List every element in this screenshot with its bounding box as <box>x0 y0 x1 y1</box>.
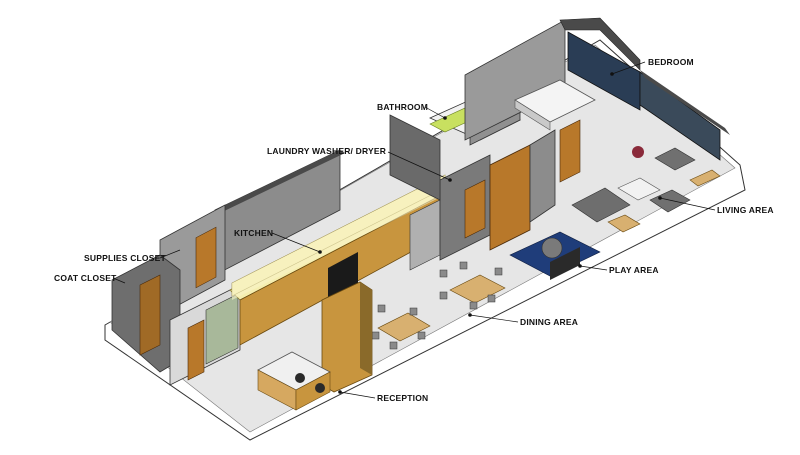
label-living-area: LIVING AREA <box>717 205 774 215</box>
label-coat-closet: COAT CLOSET <box>54 273 117 283</box>
label-play-area: PLAY AREA <box>609 265 659 275</box>
reception-chair <box>295 373 305 383</box>
label-reception: RECEPTION <box>377 393 429 403</box>
kitchen-backsplash <box>232 175 445 300</box>
armchair-2 <box>654 147 696 171</box>
living-window-wall <box>639 71 721 161</box>
label-dining-area: DINING AREA <box>520 317 579 327</box>
play-shelf <box>550 247 580 280</box>
label-bathroom: BATHROOM <box>377 102 429 112</box>
armchair-1 <box>649 189 691 213</box>
play-table <box>541 237 563 259</box>
green-door <box>205 293 239 365</box>
coffee-table <box>617 177 661 201</box>
console-table <box>689 169 721 187</box>
label-supplies-closet: SUPPLIES CLOSET <box>84 253 166 263</box>
label-kitchen: KITCHEN <box>234 228 274 238</box>
label-laundry: LAUNDRY WASHER/ DRYER <box>267 146 387 156</box>
leader-dots <box>318 72 662 394</box>
desk-chair <box>632 146 644 158</box>
label-bedroom: BEDROOM <box>648 57 694 67</box>
reception-chair-2 <box>315 383 325 393</box>
side-table <box>607 214 641 233</box>
dining-table-2 <box>377 312 431 342</box>
storage-tower <box>489 144 531 251</box>
sofa <box>571 187 631 223</box>
bedroom-windows <box>567 31 641 111</box>
leader-lines <box>112 61 716 399</box>
dining-table-1 <box>449 274 506 304</box>
bathroom-wall <box>389 114 441 201</box>
bedroom-door <box>559 119 581 183</box>
